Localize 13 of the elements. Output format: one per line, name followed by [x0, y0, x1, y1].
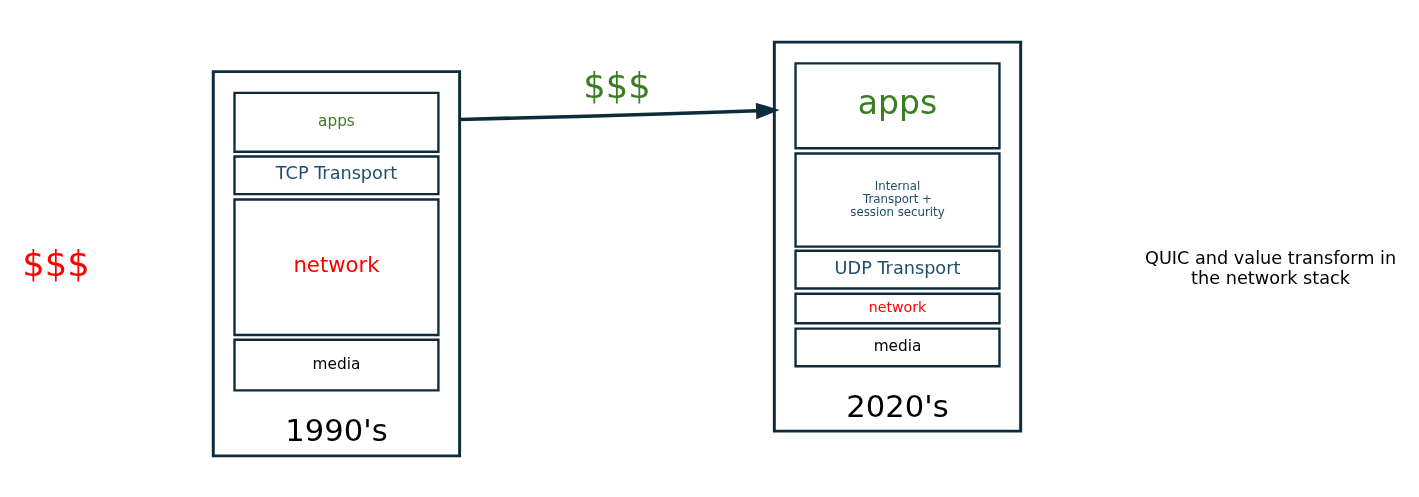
node-box: media — [233, 338, 440, 392]
node-box: apps — [794, 61, 1001, 149]
label: QUIC and value transform in the network stack — [1144, 247, 1397, 288]
node-box: apps — [233, 91, 440, 153]
arrow — [459, 102, 780, 121]
node-box: Internal Transport + session security — [794, 151, 1001, 248]
node-box: TCP Transport — [233, 154, 440, 195]
node-box: UDP Transport — [794, 249, 1001, 290]
label: $$$ — [22, 242, 90, 284]
node-box: network — [794, 292, 1001, 324]
label: $$$ — [583, 64, 651, 106]
node-box: network — [233, 197, 440, 336]
node-box: media — [794, 326, 1001, 367]
